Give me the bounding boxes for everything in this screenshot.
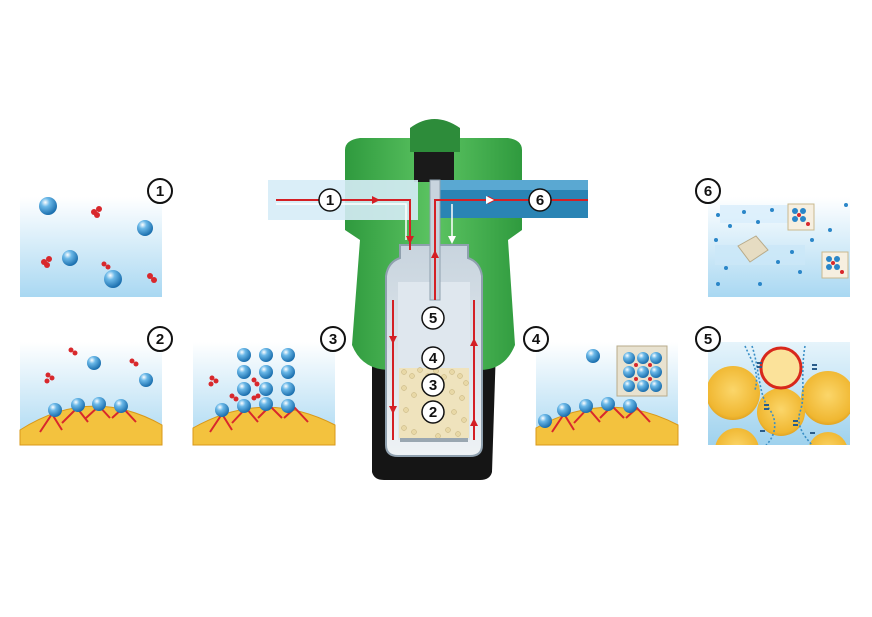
stage-badge-label: 2	[429, 404, 437, 421]
outlet-badge	[528, 188, 552, 212]
contaminant-cluster	[44, 347, 139, 384]
resin-bead	[715, 428, 759, 445]
ion-ball	[586, 349, 600, 363]
ion-ball	[623, 399, 637, 413]
stage-badge	[421, 373, 445, 397]
flow-arrow-white	[486, 196, 494, 204]
step-badge-label: 6	[704, 183, 712, 200]
ion-ball	[557, 403, 571, 417]
captured-cube	[616, 345, 668, 397]
floating-cube	[737, 235, 769, 263]
step-badge-label: 1	[156, 183, 164, 200]
step-badge	[695, 326, 721, 352]
step-badge-label: 3	[329, 331, 337, 348]
stage-badge-label: 3	[429, 377, 437, 394]
ion-stack	[215, 348, 295, 417]
filter-device: 1 6 5 4 3 2	[268, 119, 588, 480]
ion-ball	[62, 250, 78, 266]
device-spout	[414, 152, 454, 182]
outlet-badge-label: 6	[536, 192, 544, 209]
step-badge	[523, 326, 549, 352]
ion-ball	[71, 398, 85, 412]
tube-badge	[421, 306, 445, 330]
step-badge	[147, 326, 173, 352]
contaminant-cluster	[41, 206, 157, 283]
step-badge-label: 5	[704, 331, 712, 348]
step-badge-label: 4	[532, 331, 541, 348]
panel-5: 5	[695, 326, 850, 445]
ion-ball	[579, 399, 593, 413]
ion-ball	[48, 403, 62, 417]
device-housing-top	[410, 119, 460, 152]
ion-ball	[92, 397, 106, 411]
flow-paths	[744, 345, 813, 445]
tube-badge-label: 5	[429, 310, 437, 327]
step-badge	[695, 178, 721, 204]
resin-bead	[801, 371, 850, 425]
contaminant-cluster	[208, 375, 261, 402]
resin-bead	[708, 366, 760, 420]
stage-badge-label: 4	[429, 350, 438, 367]
ion-ball	[139, 373, 153, 387]
inlet-badge-label: 1	[326, 192, 334, 209]
ion-ball	[601, 397, 615, 411]
step-badge	[147, 178, 173, 204]
step-badge	[320, 326, 346, 352]
water-streak	[720, 205, 800, 223]
ion-ball	[114, 399, 128, 413]
resin-bead	[809, 432, 847, 445]
ion-ball	[538, 414, 552, 428]
panel-2: 2	[19, 326, 173, 446]
cartridge-mesh	[400, 438, 468, 442]
floating-cube	[821, 251, 849, 279]
step-badge-label: 2	[156, 331, 164, 348]
stage-badge	[421, 346, 445, 370]
outlet-pipe-highlight	[436, 180, 588, 190]
resin-bead-highlighted	[759, 346, 803, 390]
flow-arrow-white	[448, 236, 456, 244]
stage-badge	[421, 400, 445, 424]
ion-markers	[757, 362, 817, 434]
ion-dots	[714, 203, 848, 286]
resin-bead	[757, 388, 805, 436]
ion-ball	[39, 197, 57, 215]
panel-1: 1	[20, 178, 173, 297]
ion-ball	[137, 220, 153, 236]
floating-cube	[787, 203, 815, 231]
inlet-badge	[318, 188, 342, 212]
panel-3: 3	[192, 326, 346, 446]
panel-6: 6	[695, 178, 850, 297]
ion-ball	[87, 356, 101, 370]
ion-ball	[104, 270, 122, 288]
panel-4: 4	[523, 326, 679, 446]
